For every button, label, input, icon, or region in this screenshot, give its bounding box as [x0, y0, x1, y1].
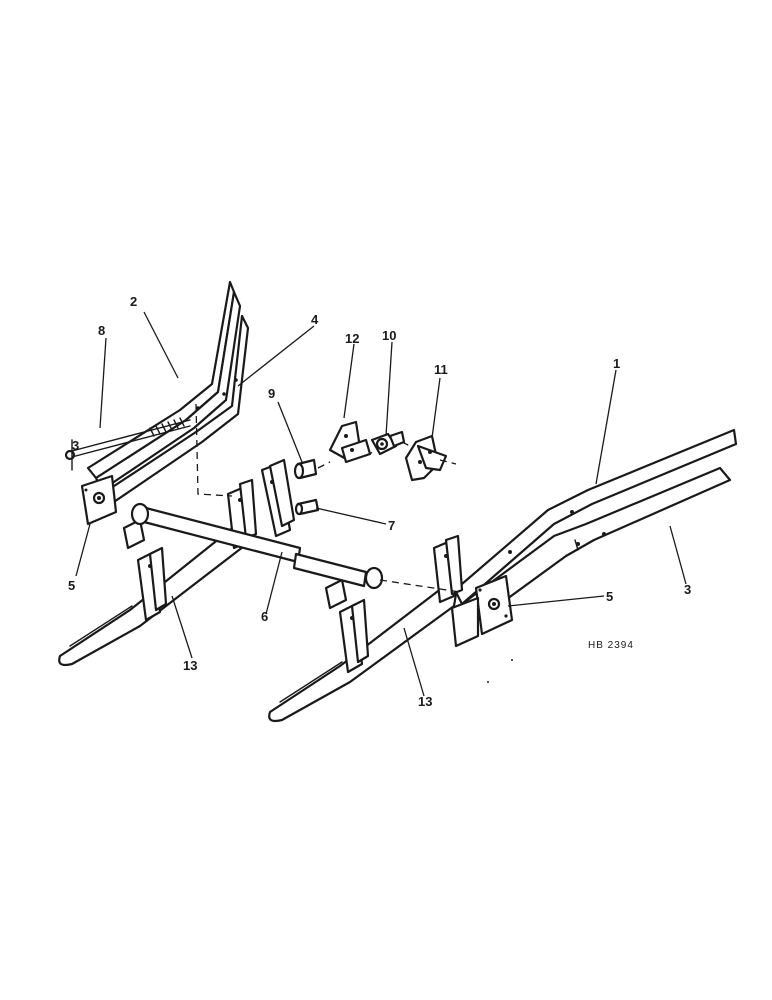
- callout-2: 2: [130, 294, 137, 309]
- part-10-clevis: [370, 430, 406, 456]
- part-11-bracket: [404, 434, 448, 482]
- callout-13-right: 13: [418, 694, 432, 709]
- callout-13-left: 13: [183, 658, 197, 673]
- callout-3-top: 3: [72, 438, 79, 453]
- part-8-adjusting-rod: [64, 417, 191, 471]
- callout-7: 7: [388, 518, 395, 533]
- callout-9: 9: [268, 386, 275, 401]
- part-12-bracket: [328, 420, 372, 464]
- callout-12: 12: [345, 331, 359, 346]
- callout-labels: 1 2 3 3 4 5 5 6 7 8 9 10 11 12 13 13: [68, 294, 691, 709]
- leader-lines: [75, 311, 687, 697]
- part-7-pin: [294, 498, 320, 516]
- callout-6: 6: [261, 609, 268, 624]
- callout-3-right: 3: [684, 582, 691, 597]
- part-13-left-shank: [58, 478, 258, 667]
- assembly-lines: [195, 403, 461, 593]
- part-9-bushing: [293, 458, 318, 480]
- part-5-right-mount-plate: [450, 574, 514, 648]
- callout-1: 1: [613, 356, 620, 371]
- drawing-reference: HB 2394: [588, 640, 634, 651]
- part-4-lower-left-frame: [100, 314, 250, 508]
- callout-5-left: 5: [68, 578, 75, 593]
- callout-5-right: 5: [606, 589, 613, 604]
- callout-10: 10: [382, 328, 396, 343]
- part-5-left-mount-plate: [80, 474, 118, 526]
- part-6-cross-shaft: [130, 458, 384, 590]
- callout-4: 4: [311, 312, 319, 327]
- part-1-upper-frame-rail: [453, 428, 738, 606]
- part-13-right-shank: [268, 534, 464, 723]
- callout-11: 11: [434, 362, 448, 377]
- callout-8: 8: [98, 323, 105, 338]
